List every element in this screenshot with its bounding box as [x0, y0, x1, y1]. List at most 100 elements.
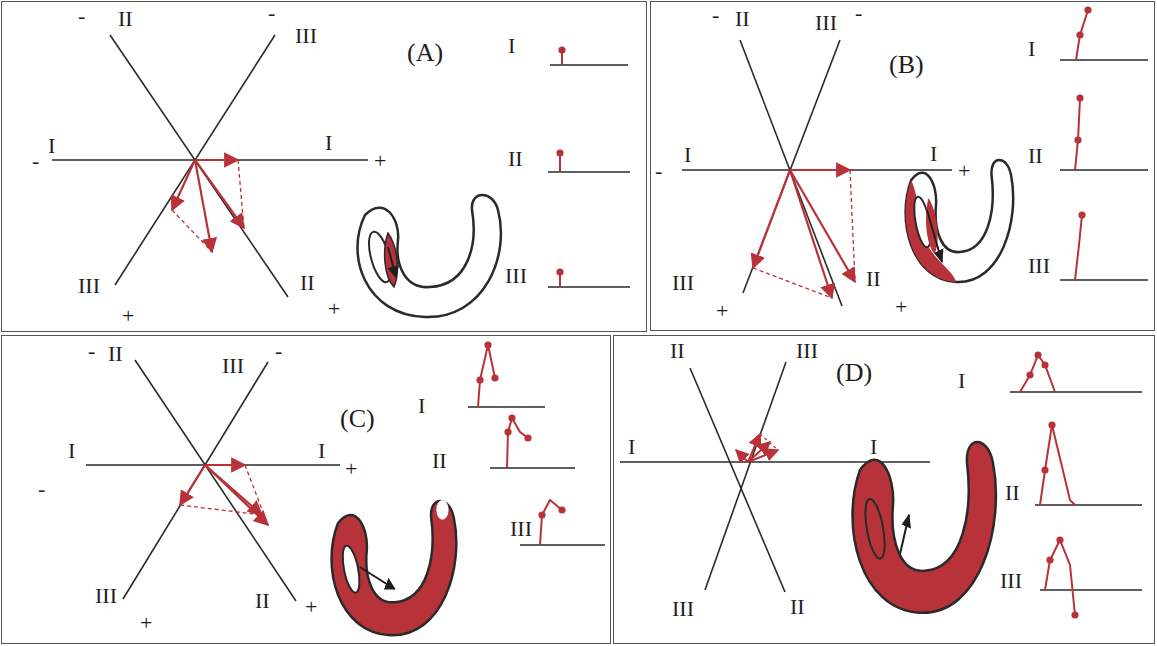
drawing-part	[682, 169, 952, 171]
drawing-part	[1047, 557, 1052, 562]
drawing-part	[505, 429, 510, 434]
drawing-part	[1060, 59, 1148, 61]
drawing-part	[339, 544, 362, 595]
heart-c	[332, 500, 457, 635]
lead-label: III	[78, 275, 100, 297]
drawing-part	[1077, 95, 1082, 100]
drawing-part	[1075, 137, 1080, 142]
panel-a-vectors	[172, 160, 244, 252]
drawing-part	[736, 450, 748, 462]
drawing-part	[195, 159, 238, 161]
drawing-part	[205, 464, 245, 466]
drawing-part	[509, 415, 514, 420]
drawing-part	[853, 442, 996, 613]
drawing-part	[1040, 589, 1142, 591]
drawing-part	[507, 418, 528, 468]
drawing-part	[1040, 425, 1075, 505]
drawing-part	[180, 465, 205, 505]
lead-label: I	[1028, 38, 1035, 60]
drawing-part	[1077, 32, 1082, 37]
drawing-part	[123, 362, 268, 599]
drawing-part	[557, 150, 562, 155]
drawing-part	[492, 375, 497, 380]
lead-label: III	[295, 25, 317, 47]
drawing-part	[1076, 10, 1088, 60]
lead-label: III	[672, 598, 694, 620]
lead-label: +	[958, 160, 970, 182]
drawing-part	[205, 465, 268, 525]
waveforms-a	[548, 47, 630, 287]
drawing-part	[1020, 355, 1055, 392]
lead-label: I	[508, 35, 515, 57]
panel-box: (B)	[650, 1, 1155, 331]
drawing-part	[195, 160, 244, 228]
lead-label: -	[855, 2, 862, 24]
lead-label: II	[118, 8, 133, 30]
panel-letter: (B)	[889, 52, 924, 78]
waveforms-c	[468, 342, 605, 545]
lead-label: -	[655, 160, 662, 182]
drawing-part	[1045, 540, 1075, 615]
lead-label: I	[628, 436, 635, 458]
drawing-part	[539, 512, 544, 517]
lead-label: III	[95, 585, 117, 607]
lead-label: -	[275, 340, 282, 362]
panel-box: (D)	[613, 335, 1155, 644]
drawing-part	[1072, 612, 1077, 617]
lead-label: -	[78, 5, 85, 27]
lead-label: II	[300, 272, 315, 294]
lead-label: +	[895, 296, 907, 318]
drawing-part	[180, 505, 262, 515]
lead-label: -	[88, 340, 95, 362]
drawing-part	[525, 435, 530, 440]
drawing-part	[360, 567, 395, 589]
lead-label: II	[255, 590, 270, 612]
drawing-part	[1060, 279, 1148, 281]
drawing-part	[559, 47, 564, 52]
drawing-part	[1035, 352, 1040, 357]
panel-letter: (A)	[407, 40, 443, 66]
drawing-part	[753, 170, 790, 268]
drawing-part	[1085, 7, 1090, 12]
lead-label: +	[122, 305, 134, 327]
lead-label: II	[108, 343, 123, 365]
drawing-part	[790, 169, 850, 171]
lead-label: +	[140, 612, 152, 634]
lead-label: II	[790, 596, 805, 618]
drawing-part	[115, 35, 275, 285]
drawing-part	[1042, 362, 1047, 367]
drawing-part	[705, 362, 786, 590]
lead-label: II	[670, 340, 685, 362]
panel-letter: (D)	[836, 360, 872, 386]
panel-letter: (C)	[340, 406, 375, 432]
lead-label: +	[328, 298, 340, 320]
panel-c-axes	[86, 360, 340, 601]
panel-b-axes	[682, 40, 952, 306]
lead-label: III	[1028, 255, 1050, 277]
lead-label: I	[684, 144, 691, 166]
drawing-part	[900, 515, 909, 554]
lead-label: I	[870, 436, 877, 458]
drawing-part	[1060, 169, 1148, 171]
lead-label: I	[48, 135, 55, 157]
lead-label: III	[672, 272, 694, 294]
lead-label: +	[305, 596, 317, 618]
drawing-part	[245, 465, 268, 525]
drawing-part	[468, 406, 545, 408]
drawing-part	[862, 496, 889, 561]
drawing-part	[753, 268, 832, 298]
lead-label: -	[38, 478, 45, 500]
drawing-part	[477, 377, 482, 382]
heart-a	[358, 195, 501, 317]
drawing-part	[690, 368, 785, 592]
lead-label: +	[374, 150, 386, 172]
drawing-part	[906, 160, 1014, 282]
lead-label: III	[815, 12, 837, 34]
lead-label: III	[1000, 570, 1022, 592]
lead-label: II	[1005, 482, 1020, 504]
lead-label: +	[345, 458, 357, 480]
drawing-part	[850, 170, 855, 282]
lead-label: -	[268, 2, 275, 24]
drawing-part	[490, 467, 575, 469]
drawing-part	[436, 500, 448, 520]
